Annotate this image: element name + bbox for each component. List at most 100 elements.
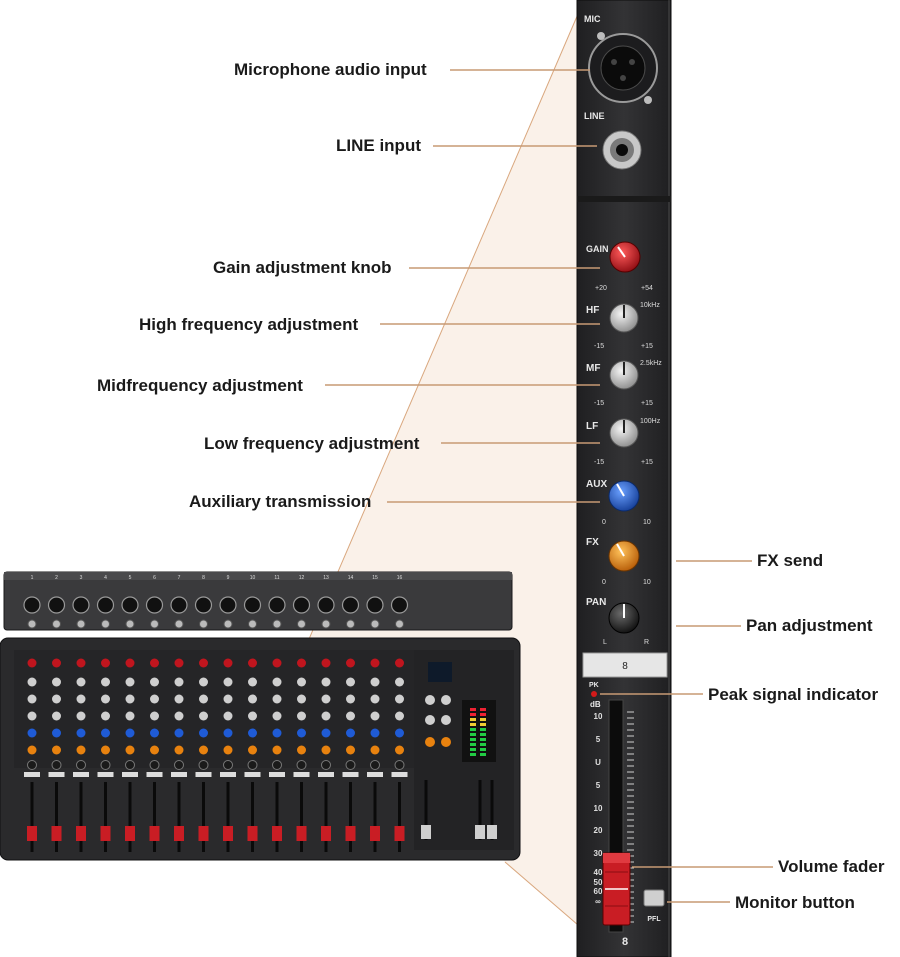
mixer-xlr-jack[interactable] [219, 596, 237, 614]
mixer-eq-knob[interactable] [321, 677, 331, 687]
mixer-eq-knob[interactable] [297, 711, 306, 721]
mixer-aux-knob[interactable] [52, 728, 61, 738]
mixer-aux-knob[interactable] [223, 728, 233, 738]
mixer-aux-knob[interactable] [272, 728, 282, 738]
mixer-master-fx-knob[interactable] [425, 737, 435, 747]
mixer-aux-knob[interactable] [199, 728, 208, 738]
mixer-eq-knob[interactable] [150, 711, 159, 721]
mixer-fx-knob[interactable] [395, 745, 404, 755]
mixer-eq-knob[interactable] [370, 711, 380, 721]
mixer-master-knob[interactable] [425, 695, 435, 705]
mixer-eq-knob[interactable] [199, 694, 208, 704]
volume-fader-cap[interactable] [602, 852, 631, 926]
mixer-xlr-jack[interactable] [292, 596, 311, 614]
mixer-eq-knob[interactable] [150, 694, 159, 704]
mixer-line-jack[interactable] [52, 619, 61, 629]
mixer-xlr-jack[interactable] [366, 596, 384, 614]
mixer-gain-knob[interactable] [101, 658, 110, 668]
mixer-master-knob[interactable] [425, 715, 435, 725]
mixer-xlr-jack[interactable] [170, 596, 188, 614]
mixer-fader-cap[interactable] [272, 826, 282, 841]
mixer-eq-knob[interactable] [297, 694, 306, 704]
mixer-line-jack[interactable] [27, 619, 37, 629]
mixer-eq-knob[interactable] [223, 677, 233, 687]
mixer-aux-knob[interactable] [174, 728, 184, 738]
mixer-fx-knob[interactable] [346, 745, 355, 755]
mixer-aux-knob[interactable] [297, 728, 306, 738]
mixer-master-fx-knob[interactable] [441, 737, 451, 747]
mixer-gain-knob[interactable] [223, 658, 233, 668]
mixer-fx-knob[interactable] [321, 745, 331, 755]
mixer-eq-knob[interactable] [125, 711, 135, 721]
mixer-pan-knob[interactable] [247, 760, 258, 770]
mixer-eq-knob[interactable] [395, 711, 404, 721]
mixer-eq-knob[interactable] [76, 677, 86, 687]
mixer-fader-cap[interactable] [321, 826, 331, 841]
mixer-pan-knob[interactable] [370, 760, 380, 770]
mixer-eq-knob[interactable] [370, 677, 380, 687]
mixer-eq-knob[interactable] [321, 711, 331, 721]
mixer-fx-knob[interactable] [76, 745, 86, 755]
mixer-xlr-jack[interactable] [72, 596, 90, 614]
mixer-pan-knob[interactable] [296, 760, 307, 770]
mixer-line-jack[interactable] [321, 619, 331, 629]
mixer-gain-knob[interactable] [199, 658, 208, 668]
mixer-line-jack[interactable] [272, 619, 282, 629]
mixer-eq-knob[interactable] [395, 677, 404, 687]
mixer-fx-knob[interactable] [125, 745, 135, 755]
mixer-eq-knob[interactable] [199, 677, 208, 687]
mixer-eq-knob[interactable] [174, 711, 184, 721]
mixer-xlr-jack[interactable] [194, 596, 213, 614]
mixer-eq-knob[interactable] [125, 677, 135, 687]
mixer-line-jack[interactable] [370, 619, 380, 629]
mixer-pan-knob[interactable] [272, 760, 282, 770]
mixer-eq-knob[interactable] [272, 677, 282, 687]
mixer-fx-knob[interactable] [272, 745, 282, 755]
mixer-eq-knob[interactable] [248, 694, 257, 704]
mixer-line-jack[interactable] [223, 619, 233, 629]
mixer-fader-cap[interactable] [76, 826, 86, 841]
mixer-eq-knob[interactable] [346, 694, 355, 704]
mixer-gain-knob[interactable] [370, 658, 380, 668]
mixer-pan-knob[interactable] [321, 760, 331, 770]
mixer-xlr-jack[interactable] [243, 596, 262, 614]
mixer-master-knob[interactable] [441, 695, 451, 705]
mixer-eq-knob[interactable] [395, 694, 404, 704]
mixer-gain-knob[interactable] [174, 658, 184, 668]
mixer-xlr-jack[interactable] [317, 596, 335, 614]
mixer-fx-knob[interactable] [199, 745, 208, 755]
mixer-line-jack[interactable] [346, 619, 355, 629]
mixer-line-jack[interactable] [395, 619, 404, 629]
mixer-pan-knob[interactable] [51, 760, 62, 770]
mixer-gain-knob[interactable] [346, 658, 355, 668]
mixer-eq-knob[interactable] [76, 711, 86, 721]
mixer-master-fader-cap[interactable] [487, 825, 497, 839]
mixer-pan-knob[interactable] [149, 760, 160, 770]
mixer-pan-knob[interactable] [223, 760, 233, 770]
mixer-fader-cap[interactable] [394, 826, 405, 841]
mixer-master-knob[interactable] [441, 715, 451, 725]
mixer-line-jack[interactable] [101, 619, 110, 629]
mixer-gain-knob[interactable] [272, 658, 282, 668]
mixer-xlr-jack[interactable] [390, 596, 409, 614]
mixer-xlr-jack[interactable] [23, 596, 41, 614]
mixer-fx-knob[interactable] [52, 745, 61, 755]
mixer-eq-knob[interactable] [272, 694, 282, 704]
mixer-master-fader-cap[interactable] [475, 825, 485, 839]
mixer-eq-knob[interactable] [248, 677, 257, 687]
mixer-pan-knob[interactable] [198, 760, 209, 770]
mixer-gain-knob[interactable] [321, 658, 331, 668]
mixer-xlr-jack[interactable] [341, 596, 360, 614]
mixer-fader-cap[interactable] [345, 826, 356, 841]
mixer-aux-knob[interactable] [248, 728, 257, 738]
mixer-fx-knob[interactable] [248, 745, 257, 755]
mixer-line-jack[interactable] [76, 619, 86, 629]
mixer-eq-knob[interactable] [346, 711, 355, 721]
mixer-eq-knob[interactable] [321, 694, 331, 704]
mixer-fx-knob[interactable] [223, 745, 233, 755]
mixer-fx-knob[interactable] [174, 745, 184, 755]
mixer-pan-knob[interactable] [345, 760, 356, 770]
mixer-line-jack[interactable] [150, 619, 159, 629]
mixer-pan-knob[interactable] [76, 760, 86, 770]
mixer-eq-knob[interactable] [27, 694, 37, 704]
